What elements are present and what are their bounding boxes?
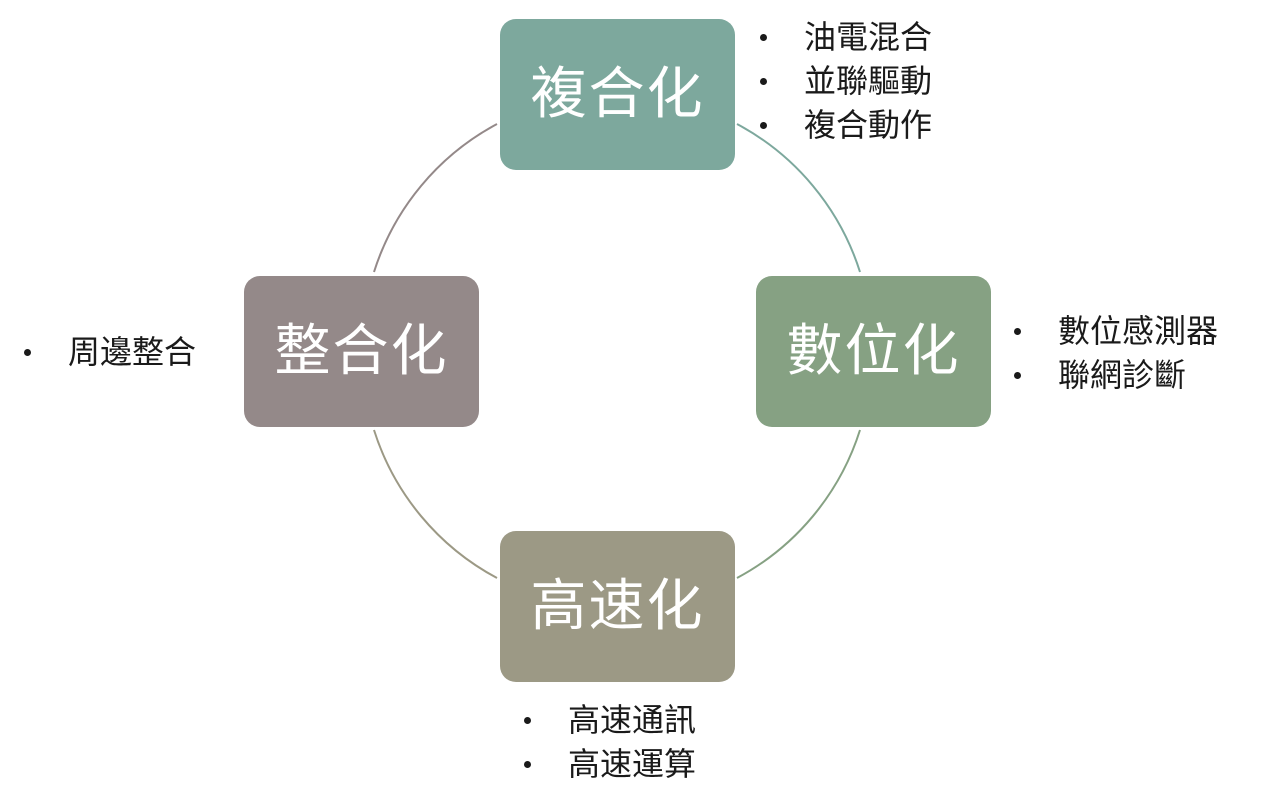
- list-item: 複合動作: [756, 103, 932, 147]
- list-item: 聯網診斷: [1010, 353, 1218, 397]
- integration-bullet-list: 周邊整合: [20, 330, 196, 374]
- node-digital: 數位化: [756, 276, 991, 427]
- node-digital-label: 數位化: [786, 318, 961, 384]
- list-item: 並聯驅動: [756, 59, 932, 103]
- connector-arc-right-bottom: [736, 429, 861, 579]
- list-item: 油電混合: [756, 15, 932, 59]
- list-item: 周邊整合: [20, 330, 196, 374]
- high-speed-bullet-list: 高速通訊 高速運算: [520, 698, 696, 786]
- connector-arc-bottom-left: [373, 429, 498, 579]
- connector-arc-top-right: [736, 123, 861, 273]
- list-item: 數位感測器: [1010, 309, 1218, 353]
- digital-bullet-list: 數位感測器 聯網診斷: [1010, 309, 1218, 397]
- list-item: 高速通訊: [520, 698, 696, 742]
- node-composite: 複合化: [500, 19, 735, 170]
- list-item: 高速運算: [520, 742, 696, 786]
- composite-bullet-list: 油電混合 並聯驅動 複合動作: [756, 15, 932, 147]
- node-high-speed-label: 高速化: [530, 573, 705, 639]
- node-composite-label: 複合化: [530, 61, 705, 127]
- node-integration: 整合化: [244, 276, 479, 427]
- node-integration-label: 整合化: [274, 318, 449, 384]
- node-high-speed: 高速化: [500, 531, 735, 682]
- connector-arc-left-top: [373, 123, 498, 273]
